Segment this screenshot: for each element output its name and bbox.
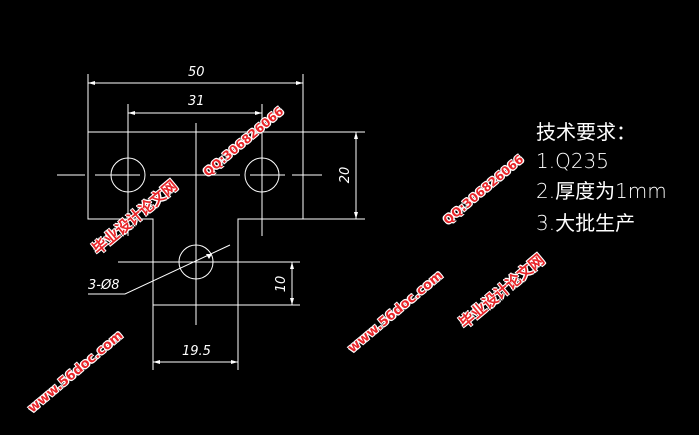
dim-hole-spacing: 31 (188, 94, 205, 109)
dimension-lines (88, 82, 357, 363)
dim-height-bottom: 10 (274, 276, 289, 293)
dim-holes: 3-Ø8 (88, 278, 119, 293)
center-lines (57, 123, 322, 325)
dim-height-top: 20 (338, 167, 353, 184)
requirement-item: 2.厚度为1mm (536, 179, 667, 203)
dim-overall-width: 50 (188, 65, 205, 80)
requirements-title: 技术要求： (536, 120, 636, 144)
requirement-item: 3.大批生产 (536, 211, 636, 235)
requirement-item: 1.Q235 (536, 149, 609, 173)
dim-bottom-width: 19.5 (182, 344, 211, 359)
extension-lines (87, 74, 365, 370)
